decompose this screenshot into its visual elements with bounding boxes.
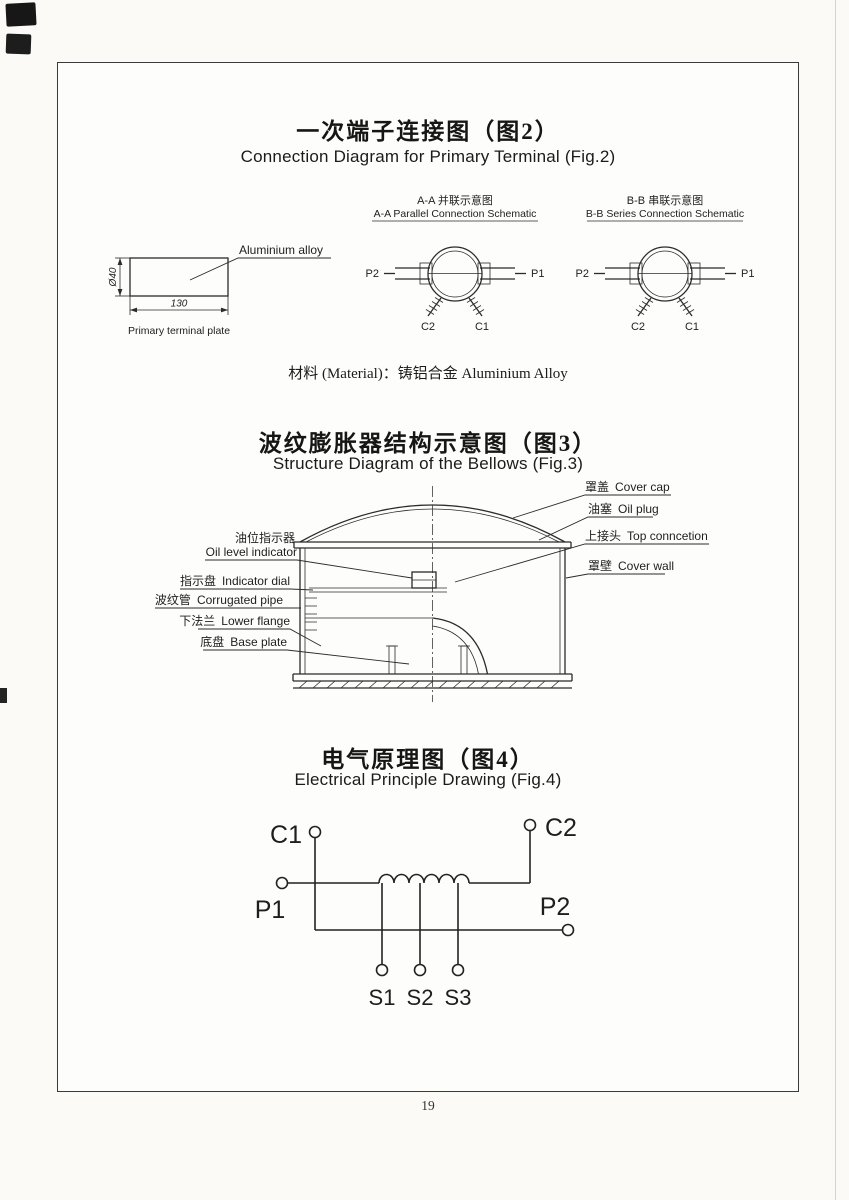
fig2-title-cn: 一次端子连接图（图2） — [296, 119, 560, 144]
corrugated-pipe-ticks — [305, 597, 317, 631]
terminal-c1-circle — [308, 825, 322, 839]
aa-terminal-p1: P1 — [531, 268, 544, 280]
page-number: 19 — [421, 1098, 435, 1113]
primary-terminal-plate-drawing: Aluminium alloy 130 Ø40 Primary terminal… — [108, 243, 331, 337]
fig4-title-cn: 电气原理图（图4） — [321, 747, 535, 772]
bolt — [460, 645, 468, 675]
scan-artifact-bottom-band — [0, 1187, 849, 1200]
plate-callout-label: Aluminium alloy — [239, 243, 323, 257]
aa-terminal-c1: C1 — [475, 321, 489, 333]
bb-series-schematic: B-B 串联示意图 B-B Series Connection Schemati… — [576, 193, 755, 333]
fig2-drawing: Aluminium alloy 130 Ø40 Primary terminal… — [108, 193, 755, 337]
page-border-frame — [57, 62, 799, 1092]
terminal-s1-circle — [375, 963, 389, 977]
label-oil-level-indicator-cn: 油位指示器 — [235, 530, 295, 545]
fig3-title-en: Structure Diagram of the Bellows (Fig.3) — [272, 454, 584, 473]
terminal-label-s1: S1 — [369, 985, 396, 1010]
aa-parallel-schematic: A-A 并联示意图 A-A Parallel Connection Schema… — [366, 193, 545, 333]
elbow-pipe — [432, 617, 489, 675]
ct-body-circle — [637, 246, 693, 302]
plate-diameter-dim: Ø40 — [108, 267, 119, 287]
fig4-title-en: Electrical Principle Drawing (Fig.4) — [294, 770, 562, 789]
terminal-label-c1: C1 — [270, 821, 302, 849]
label-oil-level-indicator-en: Oil level indicator — [206, 545, 297, 559]
bb-terminal-c2: C2 — [631, 321, 645, 333]
aa-schematic-title-en: A-A Parallel Connection Schematic — [374, 208, 537, 220]
bolt — [388, 645, 396, 675]
bb-terminal-c1: C1 — [685, 321, 699, 333]
fig3-title-cn: 波纹膨胀器结构示意图（图3） — [258, 431, 598, 456]
bb-terminal-p2: P2 — [576, 268, 589, 280]
plate-caption: Primary terminal plate — [128, 325, 230, 337]
bb-terminal-p1: P1 — [741, 268, 754, 280]
base-plate-hatch — [298, 680, 560, 689]
primary-winding-coil — [378, 873, 470, 884]
terminal-p2-circle — [561, 923, 575, 937]
aa-schematic-title-cn: A-A 并联示意图 — [417, 193, 493, 207]
terminal-p1-circle — [275, 876, 289, 890]
schematic-wires — [275, 818, 575, 977]
plate-callout-leader — [189, 257, 331, 281]
cover-cap-outline — [299, 504, 566, 543]
terminal-s3-circle — [451, 963, 465, 977]
terminal-label-c2: C2 — [545, 814, 577, 842]
plate-length-dim: 130 — [171, 299, 188, 310]
aa-terminal-p2: P2 — [366, 268, 379, 280]
terminal-label-p1: P1 — [255, 896, 286, 924]
scan-artifact — [0, 688, 7, 703]
terminal-c2-circle — [523, 818, 537, 832]
scan-artifact — [5, 33, 32, 55]
terminal-s2-circle — [413, 963, 427, 977]
fig2-material-note: 材料 (Material)：铸铝合金 Aluminium Alloy — [288, 366, 568, 382]
ct-body-circle — [427, 246, 483, 302]
terminal-label-p2: P2 — [540, 893, 571, 921]
bb-schematic-title-cn: B-B 串联示意图 — [627, 193, 703, 207]
scan-page-edge — [835, 0, 836, 1200]
plate-outline — [129, 257, 229, 297]
bellows-structure — [292, 486, 573, 702]
terminal-label-s3: S3 — [445, 985, 472, 1010]
aa-terminal-c2: C2 — [421, 321, 435, 333]
bb-schematic-title-en: B-B Series Connection Schematic — [586, 208, 744, 220]
terminal-label-s2: S2 — [407, 985, 434, 1010]
fig4-electrical-schematic: C1 C2 P1 P2 S1 S2 S3 — [255, 814, 577, 1010]
scan-artifact — [5, 2, 37, 27]
fig2-title-en: Connection Diagram for Primary Terminal … — [240, 147, 616, 166]
